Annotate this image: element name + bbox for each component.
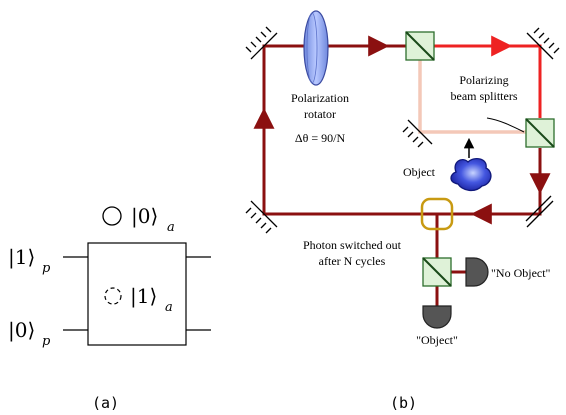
input-subscript-p0: p	[42, 334, 51, 349]
input-ket-p0: |0⟩	[8, 318, 35, 343]
switch-label-line2: after N cycles	[319, 254, 386, 268]
switch-label-line1: Photon switched out	[303, 238, 402, 252]
rotator-angle: Δθ = 90/N	[295, 131, 346, 145]
beam-splitter-label-line1: Polarizing	[459, 73, 508, 87]
rotator-label-line1: Polarization	[291, 91, 349, 105]
beam-splitter-top	[405, 31, 435, 61]
panel-b: Polarization rotator Δθ = 90/N Polarizin…	[245, 10, 560, 412]
mirror-top-left	[245, 26, 278, 60]
ancilla-dashed-circle	[104, 287, 122, 305]
mirror-inner-bottom-left	[402, 119, 433, 148]
ancilla-box-ket: |1⟩	[130, 284, 157, 309]
input-ket-p1: |1⟩	[8, 245, 35, 270]
caption-b: (b)	[390, 394, 417, 412]
ancilla-box-subscript: a	[165, 300, 173, 315]
object-blob	[450, 157, 492, 192]
beam-splitter-label-line2: beam splitters	[451, 89, 518, 103]
beam-splitter-output	[422, 257, 452, 287]
beam-splitter-right	[525, 118, 555, 148]
polarization-rotator	[303, 10, 329, 86]
mirror-top-right	[526, 27, 560, 60]
mirror-bottom-left	[245, 200, 278, 234]
caption-a: (a)	[92, 394, 119, 412]
detector-object	[422, 305, 452, 329]
object-detector-label: "Object"	[416, 333, 458, 347]
ancilla-top-ket: |0⟩	[131, 204, 158, 229]
rotator-rim	[306, 12, 318, 84]
photon-switch	[420, 197, 454, 231]
interaction-box	[87, 242, 187, 346]
detector-no-object	[465, 257, 489, 287]
splitter-callout	[486, 117, 525, 133]
rotator-label-line2: rotator	[304, 107, 336, 121]
ancilla-top-subscript: a	[167, 220, 175, 235]
panel-a: |0⟩ a |1⟩ p |0⟩ p |1⟩ a (a)	[8, 204, 211, 412]
main-loop-beam	[262, 44, 542, 216]
input-subscript-p1: p	[42, 261, 51, 276]
ancilla-open-circle	[102, 206, 122, 226]
object-label: Object	[403, 165, 436, 179]
mirror-bottom-right	[525, 195, 554, 228]
no-object-detector-label: "No Object"	[491, 266, 551, 280]
